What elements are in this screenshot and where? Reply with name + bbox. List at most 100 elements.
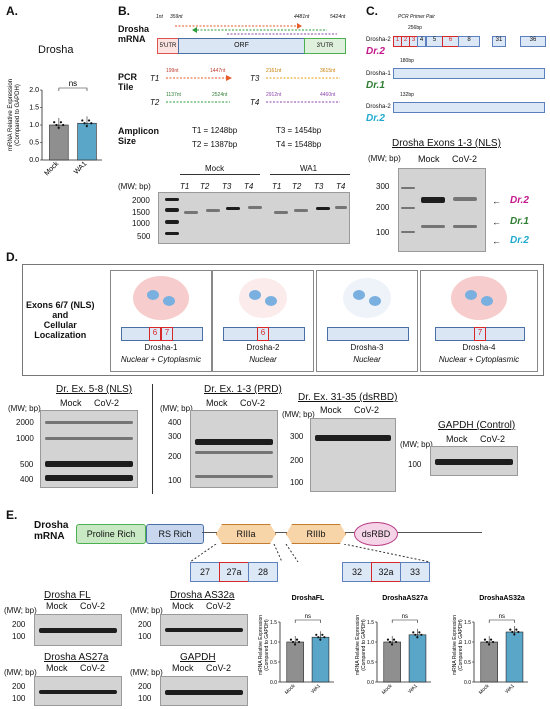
e-chart-1-tick-label-3: 1.5	[367, 620, 374, 626]
gel-e1-mw-label: (MW; bp)	[4, 606, 37, 615]
e-chart-0-point-0-0	[289, 638, 293, 641]
e-chart-2-ylabel-1: (Compared to GAPDH)	[458, 619, 464, 671]
cell-img-3	[343, 278, 391, 318]
gel-e3-mw-200: 200	[12, 682, 26, 691]
gel-b-mw-1000: 1000	[132, 219, 150, 228]
gel-c-mw-200: 200	[376, 203, 390, 212]
e-zoom-lines	[189, 544, 431, 563]
gel-c-mw-label: (MW; bp)	[368, 154, 401, 163]
e-chart-2-point-1-2	[513, 633, 516, 636]
tile-t1-name: T1	[150, 74, 160, 83]
gel-d4-mw-100: 100	[408, 460, 422, 469]
gel-d1-mw-400: 400	[20, 475, 34, 484]
panel-label-b: B.	[118, 4, 130, 18]
e-chart-2-ns: ns	[499, 614, 505, 620]
e-chart-2-tick-label-2: 1.0	[464, 640, 471, 646]
gel-d3-lane-cov2: CoV-2	[354, 405, 380, 415]
domain-riiib: RIIIb	[286, 524, 346, 544]
gel-e1-mw-100: 100	[12, 632, 26, 641]
size-132: 132bp	[400, 92, 414, 98]
a-ns: ns	[69, 79, 77, 88]
tile-t4-arrow	[266, 101, 340, 103]
iso2-name: Dr.1	[366, 80, 385, 91]
gel-b-group-wa1: WA1	[300, 164, 318, 173]
gel-c-lane-mock: Mock	[418, 154, 440, 164]
size-256: 256bp	[408, 25, 422, 31]
drosha-mrna-label-e: Drosha mRNA	[34, 520, 69, 542]
e-chart-1-point-0-3	[392, 638, 396, 641]
e-chart-0-point-1-3	[321, 633, 324, 636]
a-point-0-0	[53, 121, 56, 124]
tile-t3-end: 3615nt	[320, 68, 336, 74]
e-chart-0-tick-label-3: 1.5	[270, 620, 277, 626]
e-chart-2-point-1-1	[511, 630, 514, 634]
e-chart-2-bar-0	[480, 641, 498, 683]
gel-e3-lane-mock: Mock	[46, 663, 68, 673]
gel-e3-mw-label: (MW; bp)	[4, 668, 37, 677]
e-chart-0-point-0-4	[297, 640, 301, 644]
pos-1nt: 1nt	[156, 14, 163, 20]
tile-t3-name: T3	[250, 74, 260, 83]
gel-e4-mw-200: 200	[138, 682, 152, 691]
amplicon-t2: T2 = 1387bp	[192, 140, 238, 149]
a-tick-label-0: 0.0	[29, 157, 39, 164]
e-chart-2-point-0-0	[483, 638, 487, 641]
gel-b-mw-label: (MW; bp)	[118, 182, 151, 191]
gel-b-mw-2000: 2000	[132, 196, 150, 205]
e-chart-0-ylabel-0: mRNA Relative Expression	[258, 615, 264, 675]
e-chart-0-point-1-1	[317, 636, 320, 639]
e-chart-1-point-1-2	[416, 636, 419, 639]
region-5utr: 5'UTR	[157, 38, 179, 54]
tile-t4-name: T4	[250, 98, 260, 107]
cell-2-ex6: 6	[257, 327, 269, 341]
cell-1-ex7: 7	[161, 327, 173, 341]
e-chart-1-bar-1	[408, 634, 427, 683]
a-tick-label-2: 1.0	[29, 122, 39, 129]
panel-d-box	[22, 264, 544, 376]
e-chart-1-tick-label-2: 1.0	[367, 640, 374, 646]
tile-t3-start: 2161nt	[266, 68, 282, 74]
gel-d2-mw-200: 200	[168, 452, 182, 461]
gel-e3	[34, 676, 122, 706]
gel-c-arrow-dr2-top: Dr.2	[510, 195, 529, 206]
e-chart-1-point-1-1	[414, 633, 417, 636]
divider-d	[152, 384, 153, 494]
e-chart-1-point-1-3	[418, 631, 421, 634]
gel-b-lane-2: T2	[200, 182, 210, 191]
cell-1-name: Drosha-1	[144, 343, 178, 352]
e-chart-2-tick-label-3: 1.5	[464, 620, 471, 626]
a-point-1-3	[87, 119, 91, 122]
cell-drosha-3: Drosha-3 Nuclear	[316, 270, 418, 372]
e-chart-0-ns: ns	[305, 614, 311, 620]
gel-e1	[34, 614, 122, 646]
a-bar-0	[49, 124, 69, 161]
e-chart-2-ylabel-0: mRNA Relative Expression	[452, 615, 458, 675]
c-r2-track	[393, 68, 545, 79]
e-exon-33: 33	[400, 562, 430, 582]
gel-e2-lane-mock: Mock	[172, 601, 194, 611]
c-r1-ex8: 8	[458, 36, 480, 47]
gel-e1-mw-200: 200	[12, 620, 26, 629]
a-point-0-3	[59, 121, 63, 124]
gel-d3-lane-mock: Mock	[320, 405, 342, 415]
panel-a-title: Drosha	[38, 44, 74, 56]
cell-drosha-4: 7 Drosha-4 Nuclear + Cytoplasmic	[420, 270, 538, 372]
gel-e4-mw-100: 100	[138, 694, 152, 703]
tile-t1-start: 199nt	[166, 68, 179, 74]
e-chart-2-point-1-0	[509, 628, 512, 631]
gel-b-mock-line	[180, 174, 260, 175]
e-chart-1-title: DroshaAS27a	[382, 595, 428, 602]
gel-d3-mw-200: 200	[290, 456, 304, 465]
panel-label-c: C.	[366, 4, 378, 18]
e-chart-2-bar-1	[505, 631, 524, 683]
gel-e1-title: Drosha FL	[44, 590, 91, 601]
cell-img-4	[451, 276, 507, 320]
amplicon-t4: T4 = 1548bp	[276, 140, 322, 149]
gel-d2-mw-300: 300	[168, 432, 182, 441]
gel-e2-mw-100: 100	[138, 632, 152, 641]
a-point-0-1	[55, 123, 58, 127]
a-tick-label-1: 0.5	[29, 140, 39, 147]
iso2-left: Drosha-1	[366, 71, 391, 77]
gel-b	[158, 192, 350, 244]
